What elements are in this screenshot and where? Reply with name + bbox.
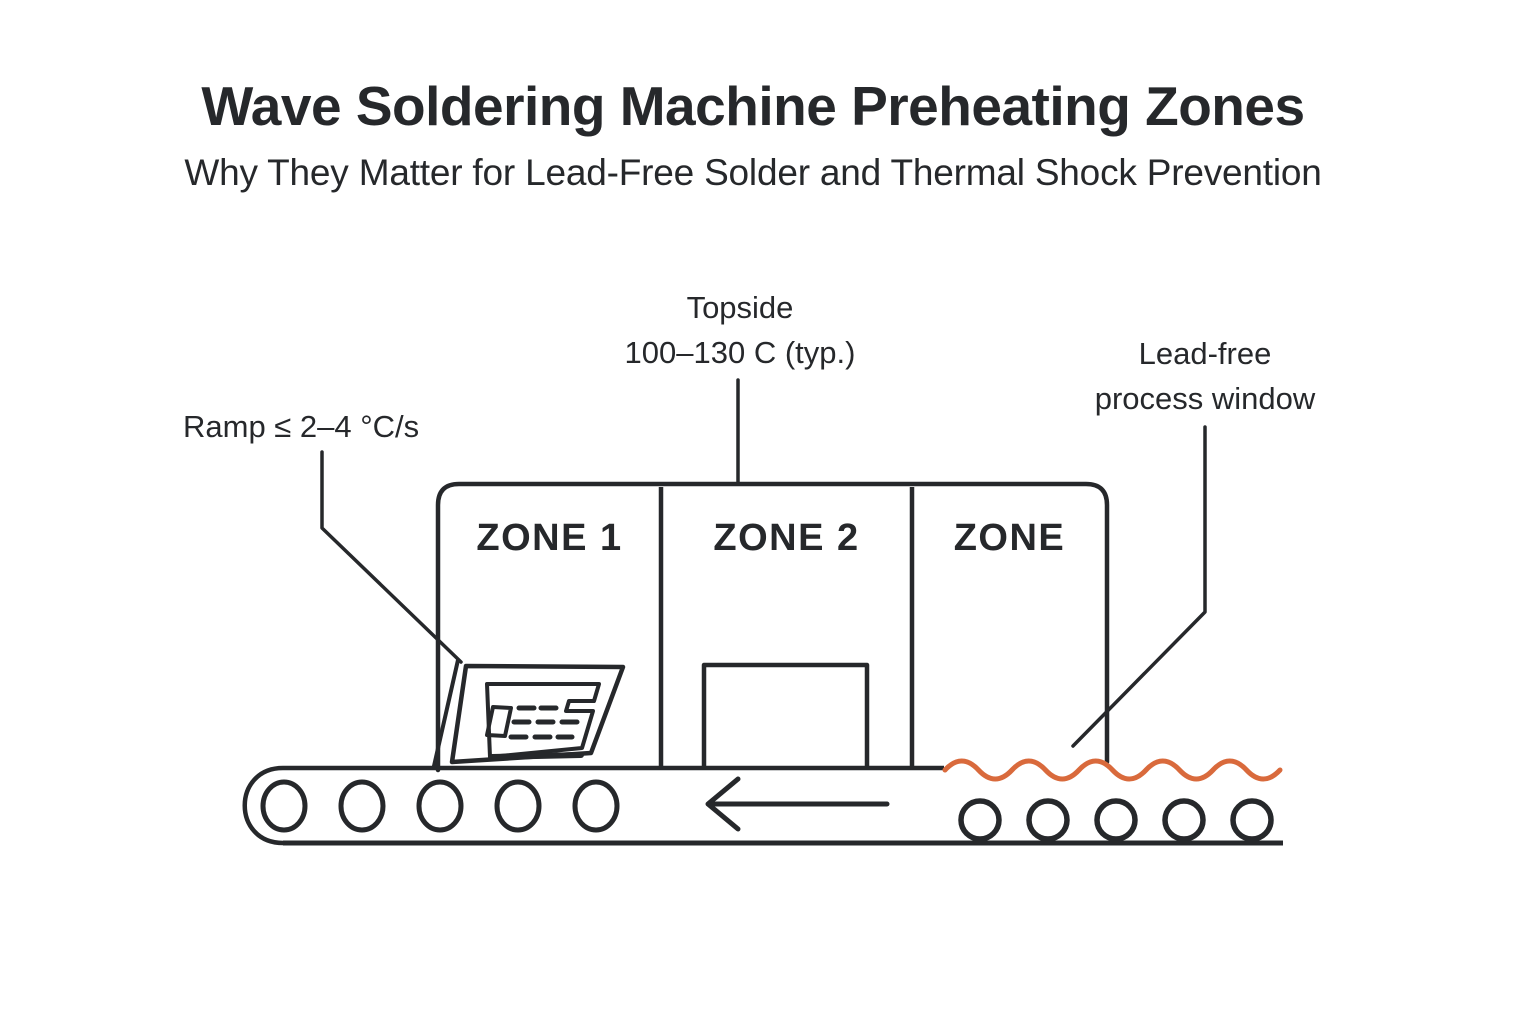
roller-icon xyxy=(416,779,464,833)
annotation-leadfree: Lead-free process window xyxy=(1005,331,1405,421)
roller-icon xyxy=(260,779,308,833)
roller-icon xyxy=(1026,798,1070,842)
conveyor-rollers-left xyxy=(260,779,620,833)
page-subtitle: Why They Matter for Lead-Free Solder and… xyxy=(184,152,1322,193)
pcb-edge-line xyxy=(432,658,460,768)
annotation-topside-line1: Topside xyxy=(686,290,794,325)
pcb-icon xyxy=(432,658,626,768)
leader-line-ramp xyxy=(320,450,463,664)
conveyor-belt xyxy=(242,765,1283,846)
arrow-head xyxy=(705,776,741,832)
machine-outline xyxy=(435,481,1110,773)
annotation-topside: Topside 100–130 C (typ.) xyxy=(540,285,940,375)
conveyor-rollers-right xyxy=(958,798,1274,842)
pcb-outline xyxy=(449,663,626,765)
leader-line-leadfree xyxy=(1071,425,1207,748)
annotation-leadfree-line2: process window xyxy=(1094,381,1316,416)
zone-1-label: ZONE 1 xyxy=(476,517,623,559)
roller-icon xyxy=(572,779,620,833)
page-title: Wave Soldering Machine Preheating Zones xyxy=(201,75,1305,137)
annotation-leadfree-line1: Lead-free xyxy=(1138,336,1272,371)
pcb-pad xyxy=(485,705,513,738)
solder-wave-icon xyxy=(942,758,1283,782)
roller-icon xyxy=(1162,798,1206,842)
zone-2-label: ZONE 2 xyxy=(713,517,860,559)
roller-icon xyxy=(958,798,1002,842)
roller-icon xyxy=(494,779,542,833)
roller-icon xyxy=(1094,798,1138,842)
pcb-bottom-edge xyxy=(489,752,584,760)
heater-block xyxy=(701,662,870,768)
annotation-topside-line2: 100–130 C (typ.) xyxy=(624,335,856,370)
roller-icon xyxy=(338,779,386,833)
zone-3-label: ZONE xyxy=(953,517,1066,559)
conveyor-left-cap xyxy=(242,765,284,846)
annotation-ramp: Ramp ≤ 2–4 °C/s xyxy=(183,409,420,444)
direction-arrow-icon xyxy=(705,776,890,832)
roller-icon xyxy=(1230,798,1274,842)
